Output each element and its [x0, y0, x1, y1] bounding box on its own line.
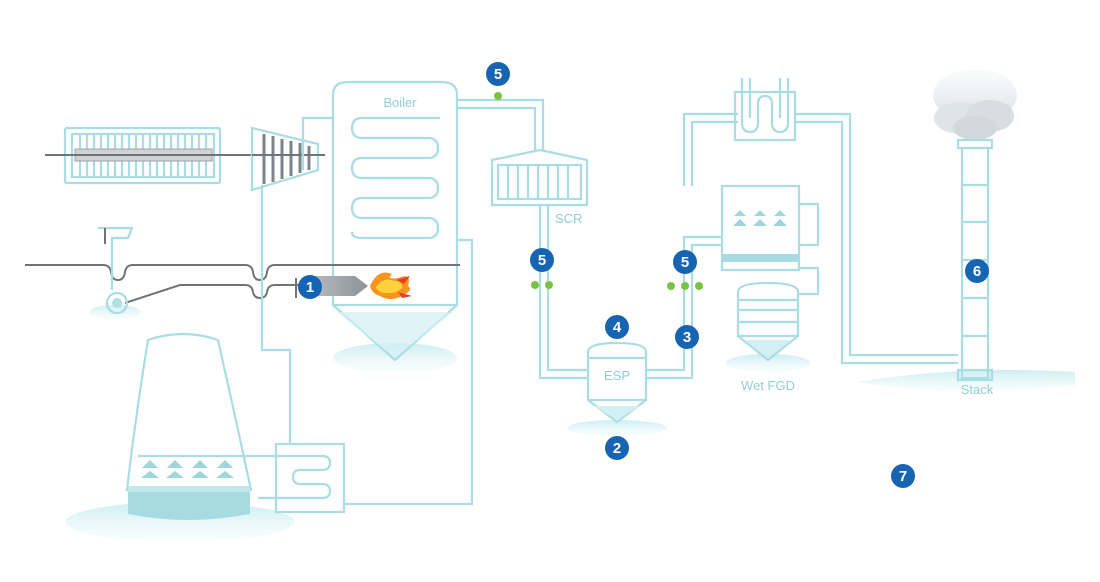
badge-1[interactable]: 1	[298, 275, 322, 299]
badge-5-fgd-inlet[interactable]: 5	[673, 250, 697, 274]
wet-fgd-unit: Wet FGD	[720, 184, 820, 393]
flame-icon	[370, 272, 412, 299]
badge-7-label: 7	[899, 468, 907, 485]
burner	[295, 276, 368, 298]
badge-5-scr-label: 5	[538, 252, 546, 269]
badge-5-scr-outlet[interactable]: 5	[530, 248, 554, 272]
sensor-dot-boiler-outlet	[494, 92, 502, 100]
reheater	[682, 78, 958, 365]
cooling-tower	[125, 332, 253, 520]
badge-5-fgd-label: 5	[681, 254, 689, 271]
badge-1-label: 1	[306, 279, 314, 296]
scr-label: SCR	[555, 211, 582, 226]
boiler-label: Boiler	[383, 95, 417, 110]
flue-gas-duct-to-scr	[457, 98, 545, 150]
badge-5-boiler-outlet[interactable]: 5	[486, 62, 510, 86]
stack-label: Stack	[961, 382, 994, 397]
scr-unit: SCR	[490, 148, 589, 226]
condenser	[138, 442, 346, 514]
turbine	[250, 126, 325, 192]
sensor-dot-fgd-inlet-1	[667, 282, 675, 290]
flue-gas-duct-to-fgd	[646, 235, 722, 380]
esp-unit: ESP	[586, 341, 648, 424]
badge-7[interactable]: 7	[891, 464, 915, 488]
badge-3[interactable]: 3	[675, 325, 699, 349]
badge-2-label: 2	[613, 440, 621, 457]
sensor-dot-fgd-inlet-2	[681, 282, 689, 290]
badge-3-label: 3	[683, 329, 691, 346]
stack: Stack	[933, 69, 1017, 397]
badge-2[interactable]: 2	[605, 436, 629, 460]
flue-gas-duct-to-esp	[538, 205, 588, 380]
badge-5-top-label: 5	[494, 66, 502, 83]
wet-fgd-label: Wet FGD	[741, 378, 795, 393]
generator	[45, 126, 252, 185]
sensor-points	[494, 92, 703, 290]
sensor-dot-scr-outlet-1	[531, 281, 539, 289]
sensor-dot-scr-outlet-2	[545, 281, 553, 289]
badge-6-label: 6	[973, 263, 981, 280]
fuel-feed-line	[25, 226, 460, 315]
badge-4[interactable]: 4	[605, 315, 629, 339]
boiler: Boiler	[331, 80, 459, 362]
badge-6[interactable]: 6	[965, 259, 989, 283]
steam-loops	[260, 116, 474, 506]
sensor-dot-fgd-inlet-3	[695, 282, 703, 290]
esp-label: ESP	[604, 368, 630, 383]
badge-4-label: 4	[613, 319, 622, 336]
